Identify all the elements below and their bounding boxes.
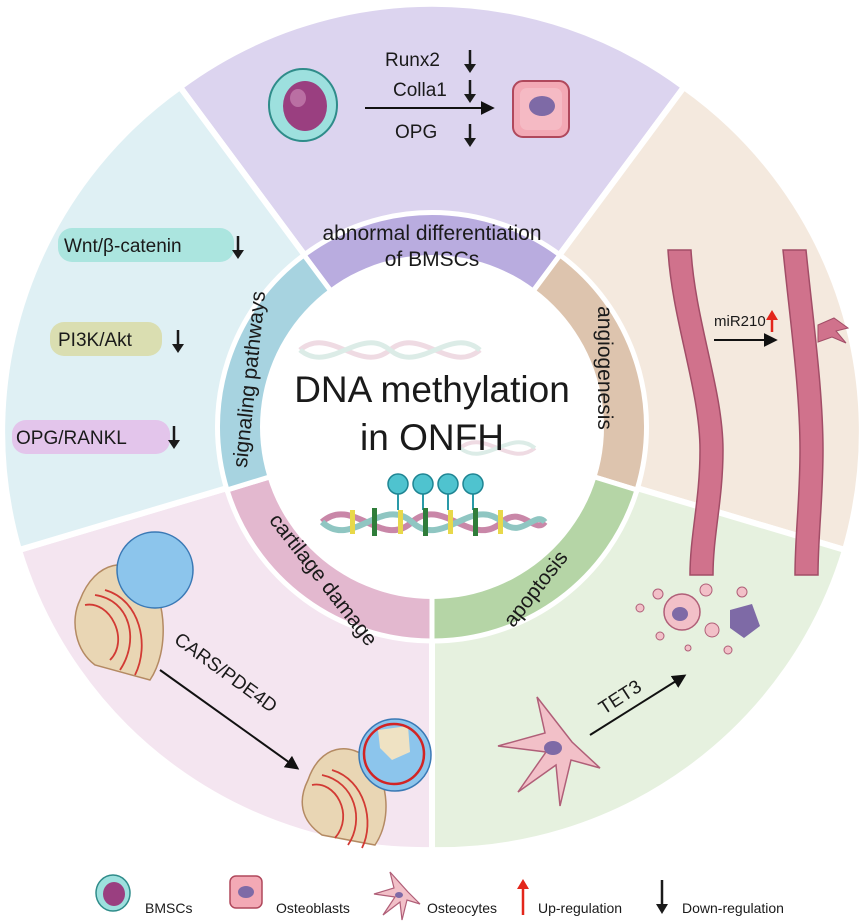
ring-label-differentiation-2: of BMSCs: [385, 248, 480, 271]
vessel-left: [667, 249, 724, 576]
marker-pi3k: PI3K/Akt: [58, 330, 133, 351]
marker-opg-rankl: OPG/RANKL: [16, 428, 127, 449]
vessel-right: [782, 249, 824, 576]
center-title-line1: DNA methylation: [294, 369, 570, 410]
cartilage-arrow: [159, 669, 300, 770]
marker-wnt: Wnt/β-catenin: [64, 236, 182, 257]
down-arrow-icon: [656, 880, 668, 914]
up-arrow-icon: [766, 310, 778, 332]
marker-opg: OPG: [395, 122, 437, 143]
signaling-content: Wnt/β-catenin PI3K/Akt OPG/RANKL: [12, 228, 244, 454]
pathway-glow-opg: [12, 420, 170, 454]
osteoblast-icon: [229, 875, 263, 909]
differentiation-content: Runx2 Colla1 OPG: [268, 50, 570, 147]
angiogenesis-content: miR210: [667, 249, 850, 576]
legend-label-osteoblast: Osteoblasts: [276, 900, 350, 916]
osteocyte-cell-icon: [497, 696, 601, 807]
center-title-line2: in ONFH: [360, 417, 504, 458]
apoptotic-fragments-icon: [635, 583, 760, 655]
up-arrow-icon: [517, 879, 529, 915]
marker-colla1: Colla1: [393, 80, 447, 101]
vessel-sprout: [817, 317, 850, 344]
down-arrow-icon: [464, 50, 476, 73]
dna-helix-faded-icon: [298, 340, 537, 456]
down-arrow-icon: [172, 330, 184, 353]
ring-label-angiogenesis: angiogenesis: [593, 306, 616, 430]
pathway-glow-pi3k: [50, 322, 162, 356]
legend-label-down: Down-regulation: [682, 900, 784, 916]
down-arrow-icon: [464, 124, 476, 147]
ring-label-differentiation-1: abnormal differentiation: [322, 222, 541, 245]
legend: BMSCs Osteoblasts Osteocytes Up-regulati…: [95, 871, 784, 921]
osteoblast-icon: [512, 80, 570, 138]
down-arrow-icon: [232, 236, 244, 259]
legend-label-up: Up-regulation: [538, 900, 622, 916]
down-arrow-icon: [168, 426, 180, 449]
marker-mir210: miR210: [714, 313, 766, 330]
femoral-head-damaged-icon: [301, 718, 432, 849]
osteocyte-icon: [373, 871, 421, 921]
apoptosis-arrow: [589, 674, 687, 736]
pathway-glow-wnt: [58, 228, 234, 262]
marker-runx2: Runx2: [385, 50, 440, 71]
methylated-dna-icon: [319, 473, 548, 536]
bmsc-icon: [95, 874, 131, 912]
down-arrow-icon: [464, 80, 476, 103]
femoral-head-healthy-icon: [74, 531, 194, 681]
legend-label-bmsc: BMSCs: [145, 900, 192, 916]
legend-label-osteocyte: Osteocytes: [427, 900, 497, 916]
bmsc-icon: [268, 68, 338, 142]
damage-highlight-circle: [362, 722, 426, 786]
